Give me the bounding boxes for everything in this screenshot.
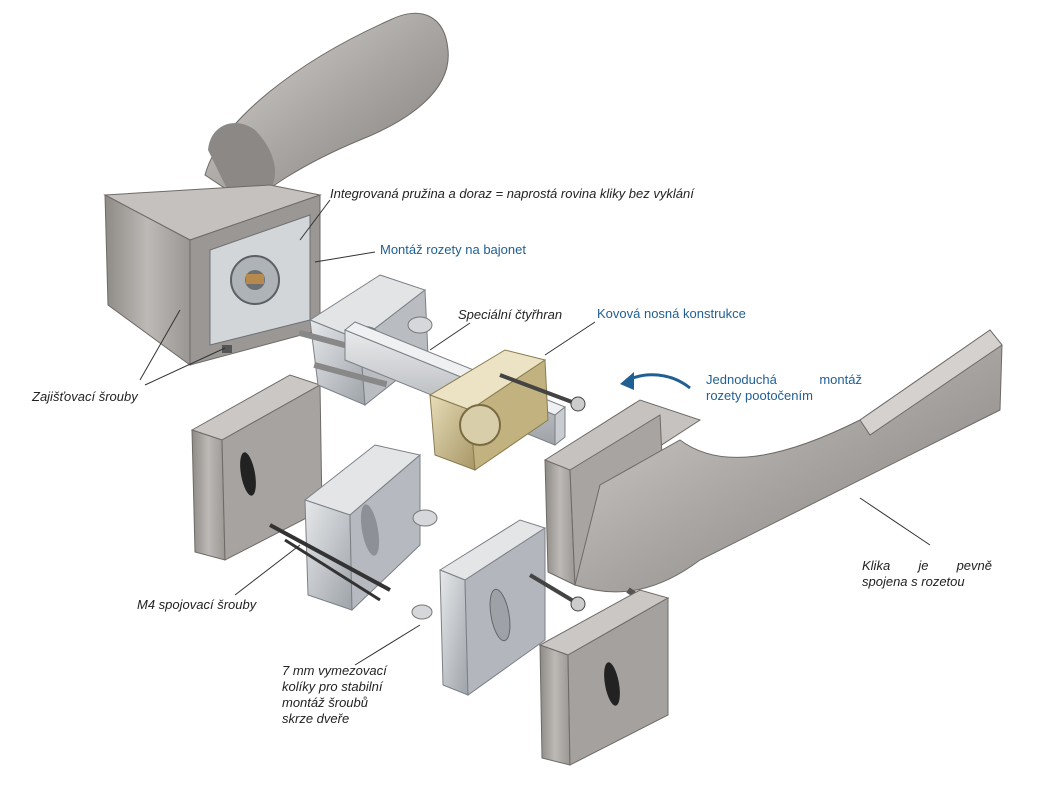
left-rosette-cover	[190, 374, 323, 561]
label-handle-fixed: Klika je pevně spojena s rozetou	[862, 558, 992, 590]
leader-kolik	[354, 624, 421, 666]
label-metal-frame: Kovová nosná konstrukce	[597, 306, 746, 321]
label-bayonet-mount: Montáž rozety na bajonet	[380, 242, 526, 257]
label-spacer-pins-line2: kolíky pro stabilní	[282, 679, 383, 694]
leader-zajistovaci-2	[144, 347, 226, 386]
leader-m4	[234, 544, 301, 596]
rotation-arrow-head	[620, 372, 634, 390]
rotation-arrow	[627, 373, 691, 390]
right-rosette-cover	[538, 589, 670, 766]
label-handle-fixed-line2: spojena s rozetou	[862, 574, 965, 589]
label-handle-fixed-line1: Klika je pevně	[862, 558, 992, 573]
leader-ctyrhran	[429, 322, 471, 351]
label-square-spindle: Speciální čtyřhran	[458, 307, 563, 322]
leader-kovova	[544, 321, 596, 356]
left-handle	[103, 12, 449, 366]
label-easy-mounting-line2: rozety pootočením	[706, 388, 813, 403]
left-inner-plate	[269, 444, 438, 612]
brass-support-frame	[428, 349, 586, 471]
leader-zajistovaci-1	[139, 309, 181, 381]
label-integrated-spring: Integrovaná pružina a doraz = naprostá r…	[330, 186, 694, 201]
label-m4-screws: M4 spojovací šrouby	[137, 597, 257, 612]
leader-pruzina	[299, 199, 331, 241]
leader-klika	[859, 497, 931, 546]
label-locking-screws: Zajišťovací šrouby	[32, 389, 138, 404]
label-spacer-pins-line4: skrze dveře	[282, 711, 350, 726]
label-easy-mounting: Jednoduchá montáž rozety pootočením	[706, 372, 862, 404]
right-handle	[543, 329, 1003, 601]
label-spacer-pins-line3: montáž šroubů	[282, 695, 368, 710]
right-inner-plate	[411, 519, 586, 696]
label-spacer-pins-line1: 7 mm vymezovací	[282, 663, 387, 678]
label-easy-mounting-line1: Jednoduchá montáž	[706, 372, 862, 387]
leader-bajonet	[314, 251, 376, 263]
label-spacer-pins: 7 mm vymezovací kolíky pro stabilní mont…	[282, 663, 387, 727]
